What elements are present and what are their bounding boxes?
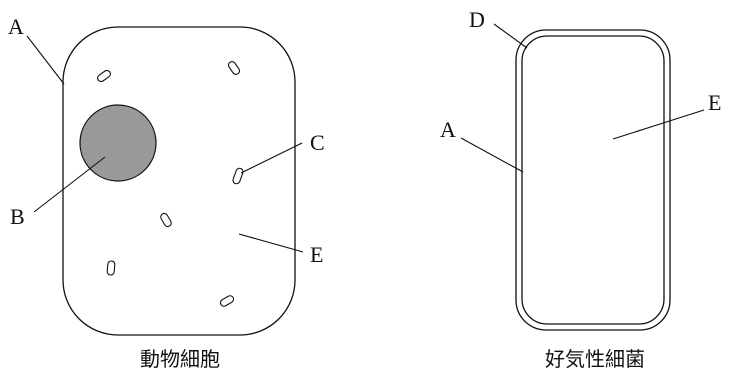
- leader-line-a-bacterium: [460, 137, 524, 173]
- animal-cell-nucleus: [79, 104, 157, 182]
- organelle-c: [232, 167, 244, 185]
- organelle: [106, 260, 116, 276]
- label-e: E: [310, 242, 323, 267]
- organelle: [97, 69, 111, 83]
- animal-cell-membrane: [62, 26, 296, 336]
- bacterium-membrane: [521, 35, 665, 325]
- caption-aerobic-bacterium: 好気性細菌: [545, 347, 645, 371]
- organelle: [219, 295, 235, 307]
- leader-line-e-bacterium: [612, 109, 705, 140]
- label-b: B: [10, 204, 25, 229]
- leader-line-b: [33, 156, 106, 213]
- organelle: [160, 212, 172, 228]
- animal-cell: A B C E 動物細胞: [8, 14, 325, 371]
- leader-line-a: [26, 35, 65, 85]
- leader-line-e: [238, 233, 304, 253]
- leader-line-c: [240, 142, 303, 174]
- label-a-bacterium: A: [440, 117, 456, 142]
- label-a: A: [8, 14, 24, 39]
- caption-animal-cell: 動物細胞: [140, 347, 220, 371]
- organelle: [227, 61, 241, 75]
- label-d: D: [469, 7, 485, 32]
- bacterium-cell-wall: [515, 29, 671, 331]
- leader-line-d: [493, 23, 528, 49]
- aerobic-bacterium: D A E 好気性細菌: [440, 7, 721, 371]
- label-e-bacterium: E: [708, 90, 721, 115]
- label-c: C: [310, 130, 325, 155]
